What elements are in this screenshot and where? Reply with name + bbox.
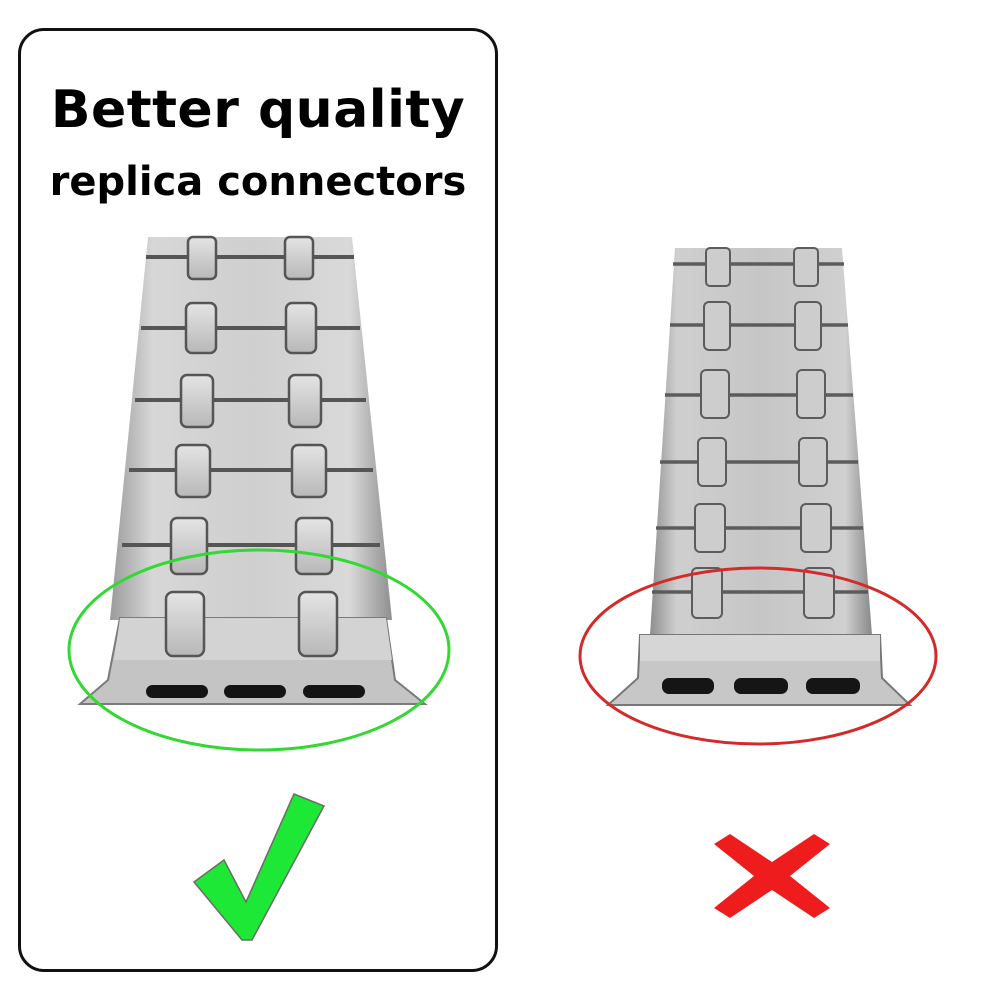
panel-title: Better quality: [50, 80, 466, 140]
bad-watch-band-image: [578, 247, 938, 746]
good-connector-highlight: [67, 548, 451, 752]
panel-subtitle: replica connectors: [49, 159, 467, 205]
bad-connector-highlight: [578, 566, 938, 746]
good-watch-band-image: [67, 235, 451, 752]
cross-icon: [714, 834, 830, 918]
checkmark-icon: [192, 793, 326, 941]
